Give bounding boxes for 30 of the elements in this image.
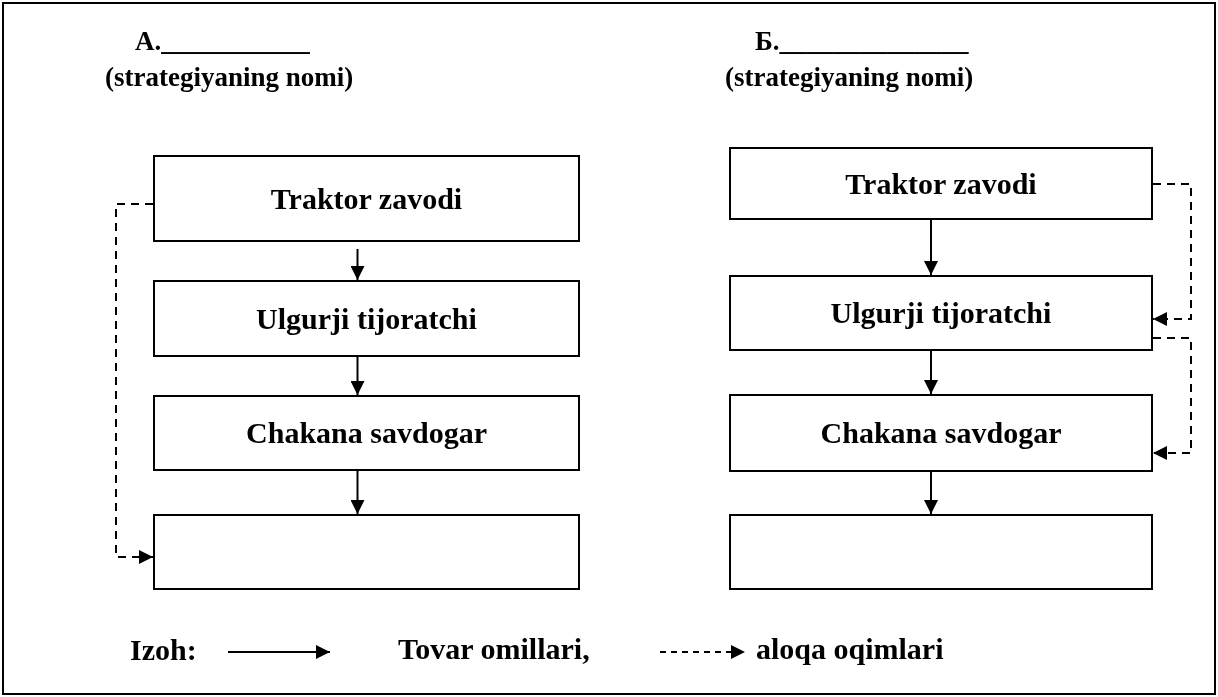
- box-label: Ulgurji tijoratchi: [256, 301, 477, 336]
- arrow: [1152, 183, 1192, 326]
- empty-box: [153, 514, 580, 590]
- subheading: (strategiyaning nomi): [725, 62, 974, 93]
- process-box: [729, 394, 1153, 472]
- arrow: [924, 471, 938, 515]
- arrow: [350, 356, 365, 396]
- arrow: [115, 203, 154, 564]
- process-box: [729, 275, 1153, 351]
- box-label: Chakana savdogar: [246, 416, 487, 450]
- heading-blank: Б.______________: [755, 26, 969, 57]
- process-box: [153, 395, 580, 471]
- process-box: [729, 147, 1153, 220]
- arrow: [1152, 337, 1192, 460]
- legend-label: aloqa oqimlari: [756, 632, 944, 666]
- arrow: [350, 470, 365, 515]
- subheading: (strategiyaning nomi): [105, 62, 354, 93]
- process-box: [153, 155, 580, 242]
- heading-blank: А.___________: [135, 26, 310, 57]
- process-box: [153, 280, 580, 357]
- legend-label: Tovar omillari,: [398, 632, 590, 666]
- box-label: Traktor zavodi: [845, 166, 1037, 201]
- arrow: [350, 248, 365, 281]
- note-label: Izoh:: [130, 633, 197, 667]
- box-label: Traktor zavodi: [270, 181, 463, 216]
- box-label: Chakana savdogar: [820, 416, 1062, 450]
- empty-box: [729, 514, 1153, 590]
- box-label: Ulgurji tijoratchi: [830, 296, 1052, 330]
- arrow: [924, 350, 938, 395]
- arrow: [924, 219, 938, 276]
